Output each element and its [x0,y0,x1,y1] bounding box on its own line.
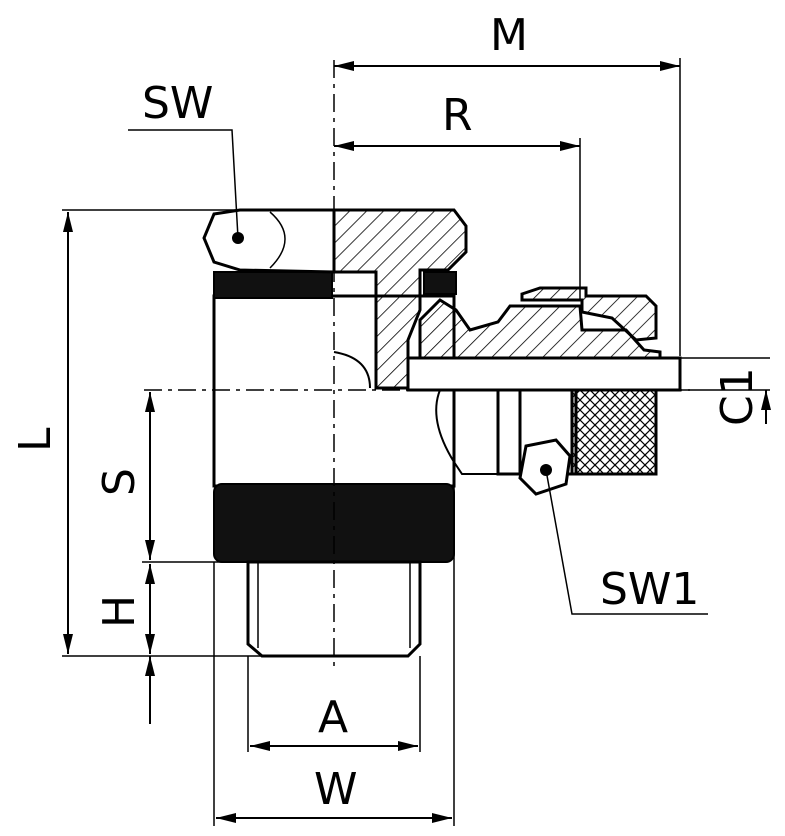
cap-o-ring [423,271,457,295]
hex-cap [202,208,336,274]
centerlines [144,60,690,668]
nut-section [520,286,658,342]
fitting-body [202,208,682,658]
knurled-nut [570,388,658,476]
label-sw: SW [142,78,213,129]
cap-section [332,208,468,390]
label-r: R [442,90,473,141]
label-s: S [94,468,145,496]
label-a: A [318,692,348,743]
label-h: H [94,595,145,628]
label-l: L [10,427,61,452]
label-c1: C1 [712,367,763,426]
dimension-lines [62,58,771,826]
label-w: W [314,764,358,815]
upper-seal-ring [213,271,333,299]
outlet-tube [406,356,682,392]
label-m: M [490,10,528,61]
label-sw1: SW1 [600,564,699,615]
